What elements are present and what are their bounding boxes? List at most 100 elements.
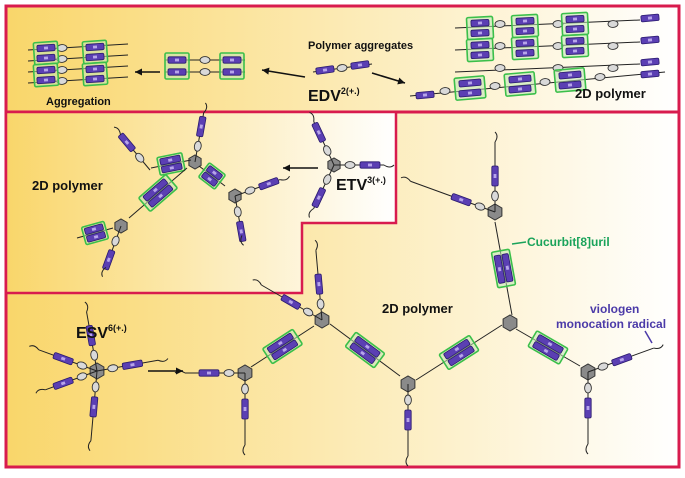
viologen-unit [565,25,585,33]
viologen-highlight [89,333,93,338]
viologen-unit [470,29,490,37]
viologen-highlight [567,83,573,87]
viologen-unit [201,171,218,187]
etv-base: ETV [336,177,367,194]
phenyl-ring [344,161,356,169]
viologen-unit [501,253,514,283]
phenyl-ring [404,394,412,406]
alkyl-tail [279,175,290,181]
viologen-unit [280,294,301,310]
viologen-highlight [152,187,158,193]
alkyl-tail [87,440,92,452]
viologen-unit [206,165,223,181]
viologen-unit [508,74,532,84]
viologen-highlight [547,341,553,347]
edv-base: EDV [308,88,341,105]
viologen-highlight [572,27,578,31]
viologen-unit [532,341,560,361]
two-d-polymer-mid-label: 2D polymer [32,178,103,193]
aggregation-label: Aggregation [46,96,111,108]
alkyl-tail [240,235,244,246]
two-d-polymer-bottom-label: 2D polymer [382,301,453,316]
viologen-highlight [175,70,179,74]
viologen-highlight [91,227,97,232]
phenyl-ring [107,364,119,373]
phenyl-ring [323,145,332,156]
phenyl-ring [135,152,145,163]
viologen-unit [493,254,506,284]
phenyl-ring [607,42,619,50]
viologen-unit [236,220,247,243]
panel-middle [4,110,398,295]
viologen-unit [470,41,490,49]
phenyl-ring [244,186,256,195]
viologen-unit [515,27,535,35]
viologen-unit [450,193,472,207]
viologen-unit [565,47,585,55]
alkyl-tail [203,102,208,114]
viologen-highlight [467,81,473,85]
viologen-highlight [360,350,366,356]
phenyl-ring [336,64,348,72]
alkyl-tail [308,208,314,218]
viologen-unit [515,49,535,57]
viologen-highlight [43,46,49,50]
viologen-highlight [167,158,173,162]
viologen-highlight [207,176,213,182]
phenyl-ring [594,73,606,81]
viologen-unit [565,15,585,23]
viologen-highlight [92,45,98,49]
viologen-highlight [92,77,98,81]
viologen-highlight [522,41,528,45]
arrow-head [176,367,183,375]
viologen-highlight [106,257,111,263]
alkyl-tail [405,455,409,467]
viologen-highlight [567,73,573,77]
phenyl-ring [76,361,88,370]
viologen-unit [640,35,660,45]
viologen-highlight [282,347,288,353]
edv-superscript: 2(+.) [341,86,360,96]
alkyl-tail [653,344,664,349]
phenyl-ring [494,20,506,28]
alkyl-tail [29,345,40,351]
phenyl-ring [597,362,609,371]
viologen-highlight [522,51,528,55]
viologen-unit [611,353,633,367]
viologen-unit [515,39,535,47]
viologen-highlight [517,87,523,91]
viologen-highlight [230,70,234,74]
viologen-highlight [175,58,179,62]
cucurbituril-pointer [511,241,527,245]
viologen-unit [536,334,564,354]
phenyl-ring [303,307,314,317]
viologen-highlight [477,31,483,35]
viologen-unit [515,17,535,25]
phenyl-ring [607,20,619,28]
phenyl-ring [223,369,235,377]
viologen-unit [222,68,242,76]
viologen-highlight [572,49,578,53]
arrow-head [397,77,405,85]
viologen-highlight [647,72,653,76]
viologen-unit [315,65,335,75]
viologen-highlight [93,234,99,239]
viologen-highlight [458,353,464,359]
viologen-highlight [230,58,234,62]
viologen-unit [85,64,105,74]
viologen-highlight [505,265,510,270]
viologen-pointer [644,330,653,344]
polymer-aggregates-label: Polymer aggregates [308,40,413,52]
phenyl-ring [489,82,501,90]
phenyl-ring [199,68,211,76]
viologen-unit [558,80,582,90]
viologen-highlight [477,53,483,57]
viologen-highlight [477,43,483,47]
viologen-highlight [239,229,243,234]
viologen-highlight [572,17,578,21]
viologen-unit [142,178,168,202]
viologen-label-line1: viologen [590,302,639,316]
viologen-unit [350,60,370,70]
viologen-highlight [124,139,130,145]
